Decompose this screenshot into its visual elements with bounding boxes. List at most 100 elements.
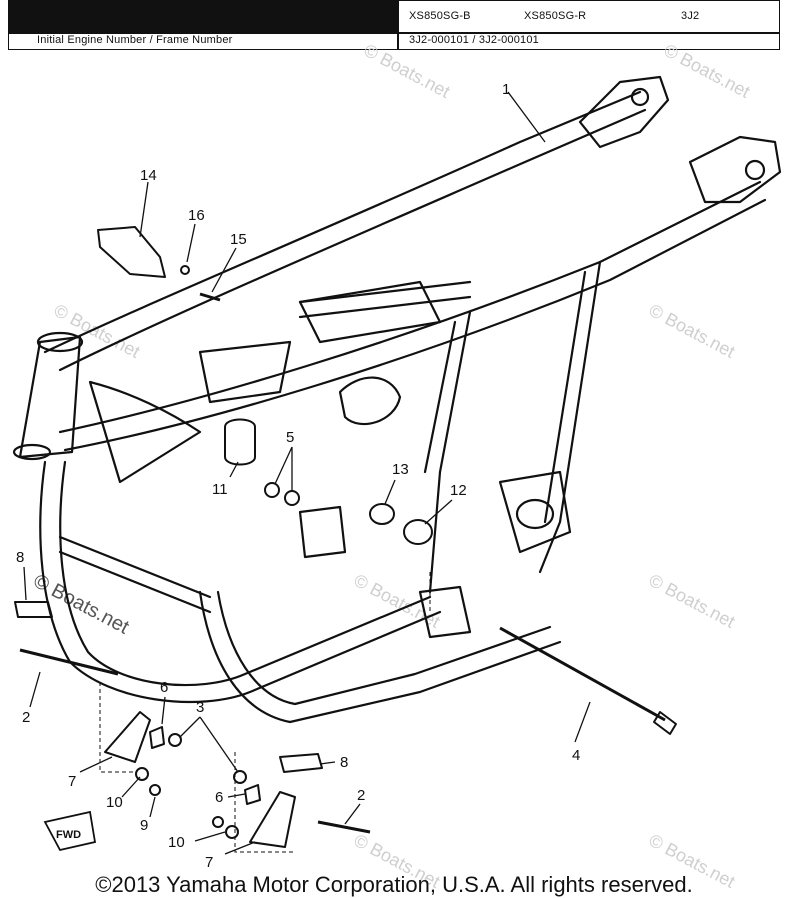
part-15-bolt [199, 292, 221, 302]
header-divider [397, 1, 399, 49]
fwd-arrow-badge: FWD [43, 810, 97, 852]
part-13-damper [369, 503, 395, 525]
callout-6-lower: 6 [215, 789, 223, 806]
part-7-plate-upper [104, 711, 151, 763]
rear-downtube [538, 260, 602, 574]
steering-head [18, 335, 82, 459]
leader-line [229, 461, 239, 478]
down-tube-front [39, 460, 442, 704]
leader-line [79, 756, 113, 773]
lower-engine-mount [418, 585, 472, 639]
callout-2-lower: 2 [357, 787, 365, 804]
part-4-long-bolt [499, 626, 666, 722]
part-14-gusset-cover [97, 226, 166, 278]
callout-11: 11 [212, 481, 228, 498]
frame-top-rail-right-inner [63, 198, 767, 452]
engine-number-value: 3J2-000101 / 3J2-000101 [409, 34, 539, 46]
header-black-bar [9, 1, 397, 32]
swingarm-pivot-hole [515, 498, 555, 530]
callout-5: 5 [286, 429, 294, 446]
callout-14: 14 [140, 167, 157, 184]
leader-line [121, 776, 141, 798]
callout-9: 9 [140, 817, 148, 834]
callout-2-upper: 2 [22, 709, 30, 726]
frame-top-rail-left-inner [58, 108, 647, 372]
model-code-r: XS850SG-R [524, 10, 587, 22]
part-10-washer [225, 825, 239, 839]
part-9-nut [149, 784, 161, 796]
rear-engine-mount [298, 505, 347, 559]
callout-13: 13 [392, 461, 409, 478]
leader-line [29, 671, 41, 708]
leader-line [161, 696, 166, 725]
cross-brace-mid [298, 280, 472, 304]
part-10-washer [135, 767, 149, 781]
gusset-right [198, 340, 292, 404]
callout-1: 1 [502, 81, 510, 98]
part-6-spacer-lower [244, 784, 261, 805]
part-2-bolt-lower [317, 820, 371, 834]
steering-head-top [36, 331, 84, 353]
callout-10-lower: 10 [168, 834, 185, 851]
part-11-rubber-damper [224, 418, 256, 466]
part-5-collar [264, 482, 280, 498]
part-2-bolt-upper [19, 648, 119, 676]
leader-line [23, 566, 27, 601]
part-3-nut [233, 770, 247, 784]
part-16-nut [180, 265, 190, 275]
assembly-guide [99, 682, 135, 773]
model-header-table: XS850SG-B XS850SG-R 3J2 Initial Engine N… [8, 0, 780, 50]
leader-line [344, 803, 361, 825]
part-7-plate-lower [249, 791, 296, 848]
part-3-nut [168, 733, 182, 747]
leader-line [319, 761, 336, 765]
center-downtube [428, 310, 472, 594]
part-8-bracket-lower [279, 753, 323, 773]
steering-head-bottom [12, 443, 52, 461]
cradle-lower [198, 590, 562, 724]
frame-top-rail-right [58, 180, 762, 434]
header-row-divider [9, 32, 779, 34]
swingarm-pivot-plate [498, 470, 572, 554]
leader-line [194, 831, 226, 842]
leader-line [507, 91, 546, 143]
callout-8-upper: 8 [16, 549, 24, 566]
frame-top-rail-left [43, 90, 642, 354]
model-code-b: XS850SG-B [409, 10, 471, 22]
cross-brace-mid-2 [298, 295, 472, 319]
cross-tube-lower-2 [58, 535, 212, 599]
rear-mount-left [578, 75, 670, 149]
part-4-bolt-head [653, 711, 677, 735]
engine-number-label: Initial Engine Number / Frame Number [37, 34, 233, 46]
callout-10-upper: 10 [106, 794, 123, 811]
rear-downtube-inner [543, 270, 587, 524]
copyright-notice: ©2013 Yamaha Motor Corporation, U.S.A. A… [95, 872, 693, 897]
leader-line [224, 841, 256, 855]
rear-mount-right [688, 135, 782, 204]
callout-3: 3 [196, 699, 204, 716]
callout-15: 15 [230, 231, 247, 248]
cradle-lower-inner [216, 590, 552, 706]
callout-4: 4 [572, 747, 580, 764]
fwd-label: FWD [56, 829, 81, 841]
callout-7-lower: 7 [205, 854, 213, 871]
mount-hole [744, 159, 766, 181]
callout-8-lower: 8 [340, 754, 348, 771]
part-8-bracket-upper [14, 601, 53, 618]
engine-mount-bracket [338, 376, 402, 426]
leader-line [179, 716, 239, 773]
mount-hole [630, 87, 650, 107]
assembly-guide [234, 752, 295, 853]
leader-line [211, 247, 237, 293]
leader-line [186, 223, 196, 263]
part-9-nut [212, 816, 224, 828]
callout-16: 16 [188, 207, 205, 224]
callout-6-upper: 6 [160, 679, 168, 696]
part-5-collar [284, 490, 300, 506]
part-12-damper [403, 519, 433, 545]
leader-line [139, 181, 149, 238]
leader-line [149, 796, 156, 818]
battery-tray [298, 280, 442, 344]
callout-12: 12 [450, 482, 467, 499]
part-6-spacer-upper [149, 726, 165, 749]
